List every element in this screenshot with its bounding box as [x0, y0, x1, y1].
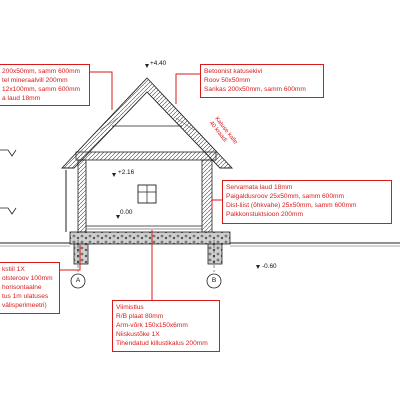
- callout-line: Niiskustõke 1X: [116, 331, 160, 338]
- callout-foundation-left: kstiil 1X olsteroov 100mm horisontaalne …: [0, 262, 60, 314]
- level-ground-label: -0.60: [262, 263, 277, 270]
- level-marker-ridge: [145, 64, 149, 68]
- wall-left: [77, 159, 87, 233]
- callout-line: kstiil 1X: [2, 266, 25, 273]
- callout-line: olsteroov 100mm: [2, 275, 53, 282]
- level-marker-ground: [256, 265, 260, 269]
- callout-wall: Servamata laud 18mm Paigaldusroov 25x50m…: [222, 180, 392, 224]
- callout-line: Dist-liist (õhkvahe) 25x50mm, samm 600mm: [226, 202, 357, 209]
- level-tick-2: [0, 207, 17, 215]
- callout-line: tus 1m ulatuses: [2, 293, 49, 300]
- level-tick-1: [0, 149, 17, 157]
- ceiling-joist: [75, 151, 217, 161]
- leader-foundation-left: [58, 245, 81, 271]
- callout-line: Arm-võrk 150x150x6mm: [116, 322, 188, 329]
- rafter-hint-1: [99, 117, 119, 131]
- leader-wall: [211, 199, 222, 210]
- axis-bubble-b: [206, 273, 222, 289]
- callout-roof-right: Betoonist katusekivi Roov 50x50mm Sarika…: [200, 64, 324, 98]
- level-ridge-label: +4.40: [150, 60, 167, 67]
- level-marker-upper: [112, 173, 116, 177]
- axis-bubble-a: [70, 273, 86, 289]
- level-upper-label: +2.16: [118, 169, 135, 176]
- level-floor-label: 0.00: [120, 209, 133, 216]
- footing-right: [207, 243, 223, 265]
- callout-roof-left: 200x50mm, samm 600mm tel mineraalvill 20…: [0, 64, 90, 106]
- callout-line: Tihendatud killustikalus 200mm: [116, 340, 208, 347]
- callout-line: Viimistlus: [116, 304, 144, 311]
- axis-b-label: B: [211, 277, 217, 284]
- callout-line: Roov 50x50mm: [204, 77, 251, 84]
- callout-line: Palkkonstuktsioon 200mm: [226, 211, 303, 218]
- wall-right: [201, 159, 213, 233]
- axis-a-label: A: [75, 277, 81, 284]
- callout-line: Betoonist katusekivi: [204, 68, 263, 75]
- callout-line: 200x50mm, samm 600mm: [2, 68, 81, 75]
- footing-left: [73, 243, 89, 265]
- callout-line: 12x100mm, samm 600mm: [2, 86, 81, 93]
- leader-roof-right: [175, 73, 200, 104]
- callout-line: Servamata laud 18mm: [226, 184, 293, 191]
- callout-line: Sarikas 200x50mm, samm 600mm: [204, 86, 306, 93]
- callout-floor: Viimistlus R/B plaat 80mm Arm-võrk 150x1…: [112, 300, 220, 352]
- callout-line: Paigaldusroov 25x50mm, samm 600mm: [226, 193, 345, 200]
- rafter-hint-2: [175, 117, 195, 131]
- callout-line: tel mineraalvill 200mm: [2, 77, 68, 84]
- level-marker-floor: [116, 215, 120, 219]
- callout-line: välisperimeetri): [2, 302, 47, 309]
- callout-line: R/B plaat 80mm: [116, 313, 164, 320]
- callout-line: horisontaalne: [2, 284, 42, 291]
- foundation-slab: [69, 231, 231, 245]
- roof-outline: [60, 77, 234, 169]
- callout-line: a laud 18mm: [2, 95, 41, 102]
- leader-roof-left: [90, 71, 113, 110]
